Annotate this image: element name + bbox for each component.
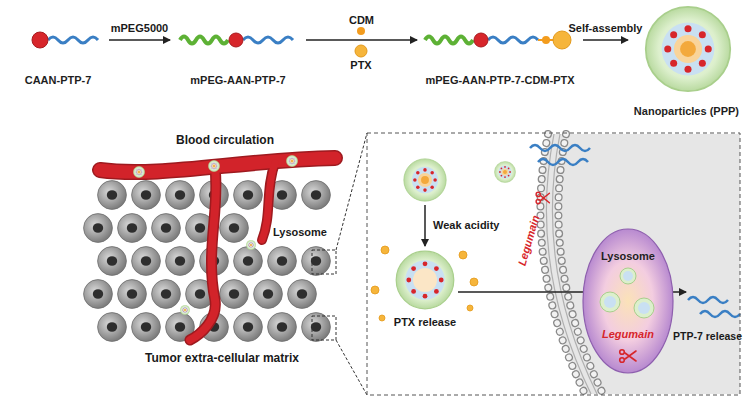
- zoom-markers: [312, 133, 367, 395]
- reaction-arrow: [306, 39, 417, 41]
- process-arrow: [424, 205, 426, 246]
- condition-label: Weak acidity: [433, 219, 499, 232]
- lysosome-outline: [582, 228, 674, 374]
- molecule-name: mPEG-AAN-PTP-7-CDM-PTX: [425, 74, 574, 87]
- molecule-name: CAAN-PTP-7: [25, 74, 92, 87]
- nanoparticle: [404, 159, 446, 201]
- scissors-icon: [536, 192, 549, 203]
- blood-vessel: [100, 158, 335, 340]
- process-label: PTP-7 release: [673, 330, 742, 343]
- reaction-reagent: Self-assembly: [568, 22, 642, 35]
- lysosome-organelle: LysosomeLegumain: [582, 228, 674, 374]
- molecule-node: mPEG-AAN-PTP-7-CDM-PTX: [420, 15, 580, 87]
- reaction-reagent: CDM: [349, 14, 374, 27]
- nanoparticle: [646, 7, 730, 91]
- region-title: Blood circulation: [176, 133, 274, 147]
- reagent-name: PTX: [350, 59, 371, 72]
- caan-ptp7-molecule: [32, 32, 98, 48]
- reaction-arrow: [109, 39, 170, 41]
- cdm-reagent: [355, 27, 367, 57]
- nanoparticle: [494, 161, 515, 182]
- organelle-callout: Lysosome: [273, 226, 327, 239]
- nanoparticle-node: Nanoparticles (PPP): [631, 4, 742, 118]
- molecule-node: mPEG-AAN-PTP-7: [173, 15, 303, 87]
- reaction-arrow: [583, 39, 628, 41]
- zoom-panel: [367, 133, 740, 395]
- organelle-name: Lysosome: [601, 250, 655, 263]
- reaction-reagent: mPEG5000: [111, 22, 168, 35]
- cell-cytoplasm: [540, 134, 740, 394]
- conjugate-molecule: [425, 31, 571, 49]
- molecule-name: mPEG-AAN-PTP-7: [190, 74, 285, 87]
- swollen-nanoparticle: [396, 251, 454, 309]
- released-ptx: [371, 246, 478, 321]
- enzyme-name: Legumain: [602, 328, 654, 341]
- molecule-node: CAAN-PTP-7: [10, 15, 106, 87]
- region-title: Tumor extra-cellular matrix: [145, 351, 299, 365]
- molecule-name: Nanoparticles (PPP): [634, 105, 739, 118]
- enzyme-name: Legumain: [516, 213, 543, 267]
- mpeg-aan-ptp7-molecule: [180, 33, 293, 47]
- process-label: PTX release: [394, 316, 456, 329]
